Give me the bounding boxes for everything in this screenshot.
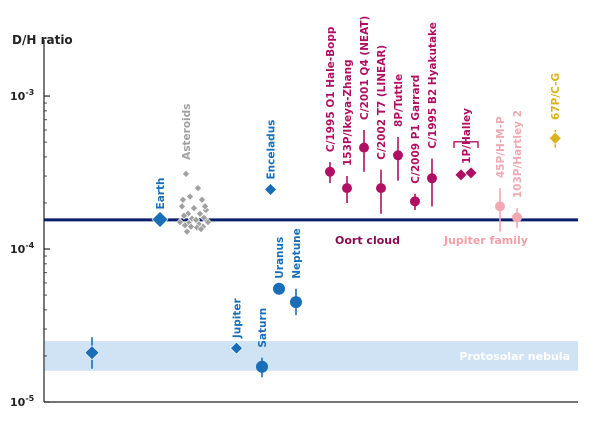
point-label: Uranus [274, 237, 286, 279]
point-label: Enceladus [266, 120, 278, 180]
point-label: Neptune [291, 228, 303, 279]
asteroid-point [189, 204, 199, 213]
y-axis-title: D/H ratio [12, 33, 73, 47]
asteroid-point [200, 202, 210, 211]
asteroid-point [181, 169, 191, 178]
asteroids-label: Asteroids [181, 104, 193, 160]
data-point-circle [273, 282, 285, 295]
data-point-circle [376, 183, 386, 194]
asteroid-point [203, 218, 213, 227]
point-label: C/2002 T7 (LINEAR) [376, 45, 388, 160]
point-label: C/2001 Q4 (NEAT) [359, 16, 371, 120]
asteroid-point [193, 184, 203, 193]
asteroid-point [179, 211, 189, 220]
point-label: 67P/C-G [550, 73, 562, 120]
asteroid-point [196, 225, 206, 234]
asteroid-point [199, 213, 209, 222]
jupiter-family-label: Jupiter family [443, 234, 528, 247]
data-point-diamond [151, 211, 169, 228]
point-label: 8P/Tuttle [393, 74, 405, 127]
data-point-circle [495, 201, 505, 212]
protosolar-band [45, 341, 578, 371]
data-point-diamond [464, 166, 478, 180]
data-point-circle [427, 173, 437, 184]
protosolar-band-label: Protosolar nebula [459, 350, 570, 363]
data-point-circle [342, 183, 352, 194]
data-point-circle [359, 142, 369, 153]
asteroid-point [195, 209, 205, 218]
halley-bracket [453, 141, 479, 148]
data-point-circle [512, 212, 522, 223]
point-label: 153P/Ikeya-Zhang [342, 59, 354, 166]
data-point-circle [325, 166, 335, 177]
oort-cloud-label: Oort cloud [335, 234, 400, 247]
data-point-diamond [548, 131, 562, 145]
protosolar-band-layer: Protosolar nebula [45, 341, 578, 371]
y-tick-label: 10-5 [10, 394, 35, 409]
data-point-circle [256, 360, 268, 373]
data-point-diamond [264, 183, 277, 196]
asteroid-point [197, 195, 207, 204]
asteroid-point [175, 218, 185, 227]
data-point-circle [393, 150, 403, 161]
asteroid-point [180, 221, 190, 230]
point-label: Saturn [257, 308, 269, 348]
point-label: 103P/Hartley 2 [512, 110, 524, 198]
data-point-circle [410, 196, 420, 207]
point-label: 1P/Halley [461, 108, 473, 164]
asteroid-point [186, 222, 196, 231]
point-label: Earth [155, 178, 167, 210]
y-tick-label: 10-3 [10, 88, 34, 103]
data-point-circle [290, 296, 302, 309]
asteroid-point [182, 227, 192, 236]
point-label: C/1995 O1 Hale-Bopp [325, 26, 337, 152]
point-label: C/1995 B2 Hyakutake [427, 22, 439, 149]
point-label: 45P/H-M-P [495, 116, 507, 178]
y-tick-label: 10-4 [10, 241, 35, 256]
asteroid-point [178, 195, 188, 204]
asteroid-point [177, 202, 187, 211]
point-label: Jupiter [232, 297, 244, 339]
asteroid-point [185, 192, 195, 201]
point-label: C/2009 P1 Garrard [410, 75, 422, 184]
data-points-layer [84, 129, 562, 378]
data-point-diamond [84, 345, 100, 361]
data-point-diamond [230, 341, 243, 355]
